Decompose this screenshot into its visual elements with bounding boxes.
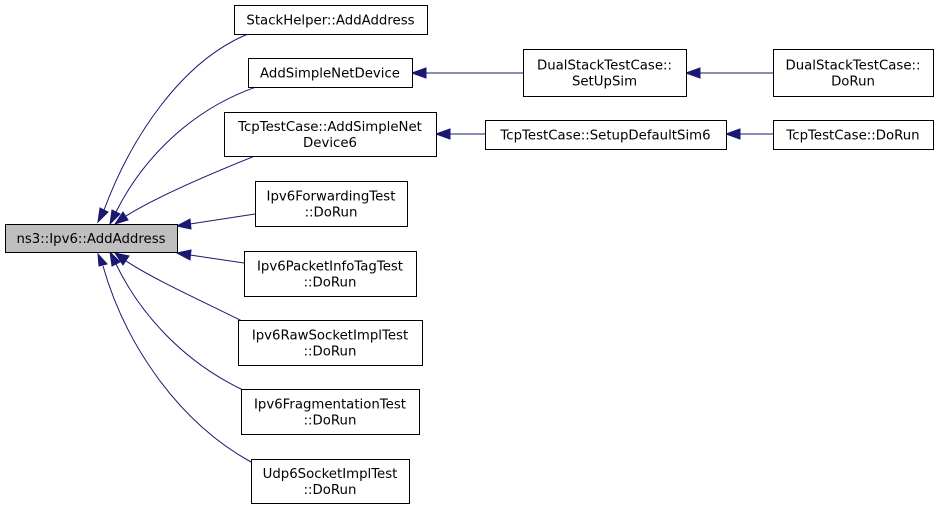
node-dualsetup[interactable]: DualStackTestCase::SetUpSim [523, 49, 687, 97]
node-label-line: TcpTestCase::AddSimpleNet [237, 120, 422, 135]
node-root[interactable]: ns3::Ipv6::AddAddress [5, 224, 178, 253]
node-label-line: DualStackTestCase:: [785, 59, 920, 74]
node-box[interactable] [251, 459, 410, 504]
node-box[interactable] [773, 120, 934, 150]
node-label-line: Ipv6FragmentationTest [254, 398, 406, 413]
nodes-layer: ns3::Ipv6::AddAddress StackHelper::AddAdd… [5, 5, 934, 504]
arrowhead [113, 211, 129, 225]
edge-stackhelper-to-root [97, 33, 249, 224]
arrowhead [175, 218, 192, 230]
edge-line [189, 213, 256, 225]
node-udp6[interactable]: Udp6SocketImplTest::DoRun [251, 459, 410, 504]
node-label-line: DualStackTestCase:: [537, 59, 672, 74]
node-label-line: ::DoRun [304, 345, 357, 360]
node-stackhelper[interactable]: StackHelper::AddAddress [234, 5, 428, 35]
arrowhead [724, 128, 741, 140]
edge-line [125, 155, 256, 217]
edge-dualsetup-to-addsimple [410, 67, 523, 79]
node-box[interactable] [238, 320, 423, 366]
edge-line [102, 265, 252, 463]
node-label-line: ns3::Ipv6::AddAddress [16, 232, 165, 247]
edge-line [125, 260, 243, 322]
node-ipv6fwd[interactable]: Ipv6ForwardingTest::DoRun [255, 181, 408, 227]
node-label-line: TcpTestCase::DoRun [785, 129, 919, 144]
edge-tcpaddsimple-to-root [113, 155, 256, 225]
arrowhead [410, 67, 427, 79]
arrowhead [109, 250, 121, 267]
node-ipv6raw[interactable]: Ipv6RawSocketImplTest::DoRun [238, 320, 423, 366]
node-addsimple[interactable]: AddSimpleNetDevice [248, 58, 413, 88]
node-label-line: DoRun [831, 75, 875, 90]
arrowhead [97, 252, 108, 267]
arrowhead [684, 67, 701, 79]
arrowhead [175, 249, 192, 261]
node-box[interactable] [523, 49, 687, 97]
edge-tcprun-to-tcpsetup [724, 128, 773, 140]
node-ipv6frag[interactable]: Ipv6FragmentationTest::DoRun [241, 389, 420, 435]
node-label-line: ::DoRun [305, 206, 358, 221]
node-label-line: Ipv6ForwardingTest [267, 190, 396, 205]
node-dualrun[interactable]: DualStackTestCase::DoRun [773, 49, 934, 97]
node-box[interactable] [5, 224, 178, 253]
arrowhead [113, 252, 130, 266]
edge-line [103, 33, 249, 211]
node-box[interactable] [241, 389, 420, 435]
node-label-line: Ipv6PacketInfoTagTest [257, 260, 403, 275]
node-box[interactable] [248, 58, 413, 88]
edge-tcpsetup-to-tcpaddsimple [434, 128, 485, 140]
node-box[interactable] [224, 112, 437, 157]
node-label-line: StackHelper::AddAddress [246, 14, 414, 29]
edge-ipv6frag-to-root [109, 250, 244, 391]
edge-line [189, 254, 245, 264]
node-label-line: Udp6SocketImplTest [263, 467, 398, 482]
node-box[interactable] [234, 5, 428, 35]
node-label-line: AddSimpleNetDevice [260, 67, 400, 82]
node-label-line: Ipv6RawSocketImplTest [252, 329, 408, 344]
edge-addsimple-to-root [109, 86, 257, 226]
node-label-line: ::DoRun [304, 276, 357, 291]
edge-udp6-to-root [97, 252, 252, 463]
arrowhead [97, 207, 109, 224]
edge-ipv6fwd-to-root [175, 213, 256, 230]
edges-layer [97, 33, 773, 463]
node-tcprun[interactable]: TcpTestCase::DoRun [773, 120, 934, 150]
arrowhead [109, 209, 121, 226]
node-label-line: Device6 [303, 136, 357, 151]
edge-ipv6raw-to-root [113, 252, 243, 322]
node-box[interactable] [244, 251, 417, 297]
node-label-line: TcpTestCase::SetupDefaultSim6 [499, 129, 710, 144]
node-tcpsetup[interactable]: TcpTestCase::SetupDefaultSim6 [485, 120, 727, 150]
node-label-line: ::DoRun [304, 414, 357, 429]
node-label-line: SetUpSim [572, 75, 637, 90]
node-box[interactable] [255, 181, 408, 227]
edge-dualrun-to-dualsetup [684, 67, 773, 79]
node-label-line: ::DoRun [304, 483, 357, 498]
node-box[interactable] [485, 120, 727, 150]
edge-ipv6pkt-to-root [175, 249, 245, 264]
node-ipv6pkt[interactable]: Ipv6PacketInfoTagTest::DoRun [244, 251, 417, 297]
arrowhead [434, 128, 451, 140]
node-box[interactable] [773, 49, 934, 97]
edge-line [115, 263, 244, 391]
edge-line [115, 86, 257, 213]
